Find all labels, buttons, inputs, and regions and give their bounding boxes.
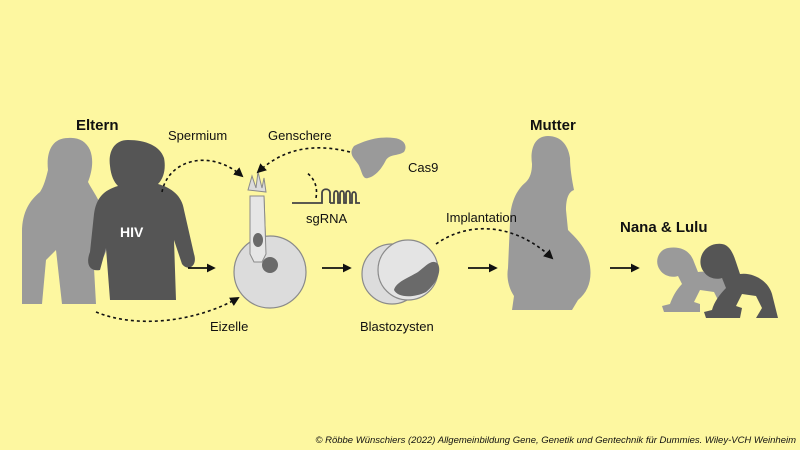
arrow-genschere — [256, 147, 351, 174]
label-spermium: Spermium — [168, 128, 227, 143]
parents-silhouette — [22, 137, 195, 304]
label-cas9: Cas9 — [408, 160, 438, 175]
arrow-implantation — [435, 227, 554, 260]
label-sgrna: sgRNA — [306, 211, 348, 226]
father-silhouette — [88, 140, 195, 300]
label-mutter: Mutter — [530, 117, 576, 134]
label-implantation: Implantation — [446, 210, 517, 225]
label-blastozysten: Blastozysten — [360, 319, 434, 334]
mother-silhouette-pregnant — [507, 136, 591, 310]
label-genschere: Genschere — [268, 128, 332, 143]
label-eltern: Eltern — [76, 117, 119, 134]
label-eizelle: Eizelle — [210, 319, 248, 334]
baby-right — [700, 243, 778, 318]
babies-silhouette — [657, 243, 778, 318]
arrow-eizelle — [95, 297, 240, 323]
label-nana-lulu: Nana & Lulu — [620, 219, 708, 236]
mother-silhouette-left — [22, 137, 108, 304]
cas9-shape — [351, 137, 406, 179]
arrow-spermium — [161, 159, 244, 193]
egg-cell — [233, 195, 307, 309]
baby-left — [657, 247, 736, 312]
label-hiv: HIV — [120, 224, 144, 240]
blastocysts — [361, 239, 440, 305]
arrow-sgrna-link — [305, 171, 318, 199]
credit-line: © Röbbe Wünschiers (2022) Allgemeinbildu… — [315, 435, 796, 446]
sgrna-strand — [292, 188, 360, 204]
dotted-arrows — [95, 147, 554, 323]
